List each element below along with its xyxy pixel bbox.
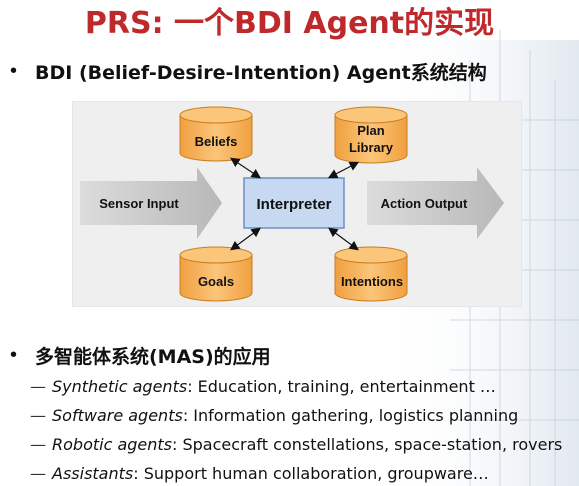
- sensor-input-arrow: [80, 167, 222, 239]
- plan-library-interpreter-arrow: [327, 161, 360, 179]
- intentions-cylinder: [334, 246, 408, 302]
- dash-marker: —: [30, 406, 46, 425]
- application-desc: : Information gathering, logistics plann…: [182, 406, 519, 425]
- beliefs-label: Beliefs: [195, 134, 238, 149]
- application-term: Synthetic agents: [52, 377, 188, 396]
- application-item-synthetic: — Synthetic agents: Education, training, …: [30, 377, 496, 396]
- action-output-label: Action Output: [381, 196, 468, 211]
- beliefs-cylinder: [179, 106, 253, 162]
- dash-marker: —: [30, 435, 46, 454]
- plan-library-label-line1: Plan: [357, 123, 385, 138]
- plan-library-label-line2: Library: [349, 140, 394, 155]
- goals-cylinder: [179, 246, 253, 302]
- application-item-software: — Software agents: Information gathering,…: [30, 406, 518, 425]
- application-desc: : Spacecraft constellations, space-stati…: [172, 435, 563, 454]
- interpreter-goals-arrow: [230, 227, 261, 251]
- slide-title: PRS: 一个BDI Agent的实现: [84, 6, 495, 41]
- application-desc: : Education, training, entertainment …: [187, 377, 496, 396]
- application-item-robotic: — Robotic agents: Spacecraft constellatio…: [30, 435, 562, 454]
- application-desc: : Support human collaboration, groupware…: [133, 464, 489, 483]
- interpreter-box: [243, 177, 345, 229]
- application-term: Software agents: [52, 406, 183, 425]
- bdi-architecture-diagram: Sensor Input Action Output Interpreter B…: [72, 101, 522, 307]
- intentions-label: Intentions: [341, 274, 403, 289]
- application-item-assistants: — Assistants: Support human collaboration…: [30, 464, 489, 483]
- bullet-dot: •: [10, 60, 18, 82]
- application-term: Robotic agents: [52, 435, 173, 454]
- bullet-mas-applications: 多智能体系统(MAS)的应用: [35, 346, 271, 368]
- plan-library-cylinder: [334, 106, 408, 164]
- dash-marker: —: [30, 377, 46, 396]
- goals-label: Goals: [198, 274, 234, 289]
- action-output-arrow: [367, 167, 504, 239]
- bullet-dot: •: [10, 344, 18, 366]
- beliefs-interpreter-arrow: [230, 157, 261, 179]
- interpreter-label: Interpreter: [256, 196, 331, 213]
- dash-marker: —: [30, 464, 46, 483]
- sensor-input-label: Sensor Input: [99, 196, 179, 211]
- bullet-bdi-architecture: BDI (Belief-Desire-Intention) Agent系统结构: [35, 62, 487, 84]
- application-term: Assistants: [52, 464, 134, 483]
- interpreter-intentions-arrow: [328, 227, 359, 251]
